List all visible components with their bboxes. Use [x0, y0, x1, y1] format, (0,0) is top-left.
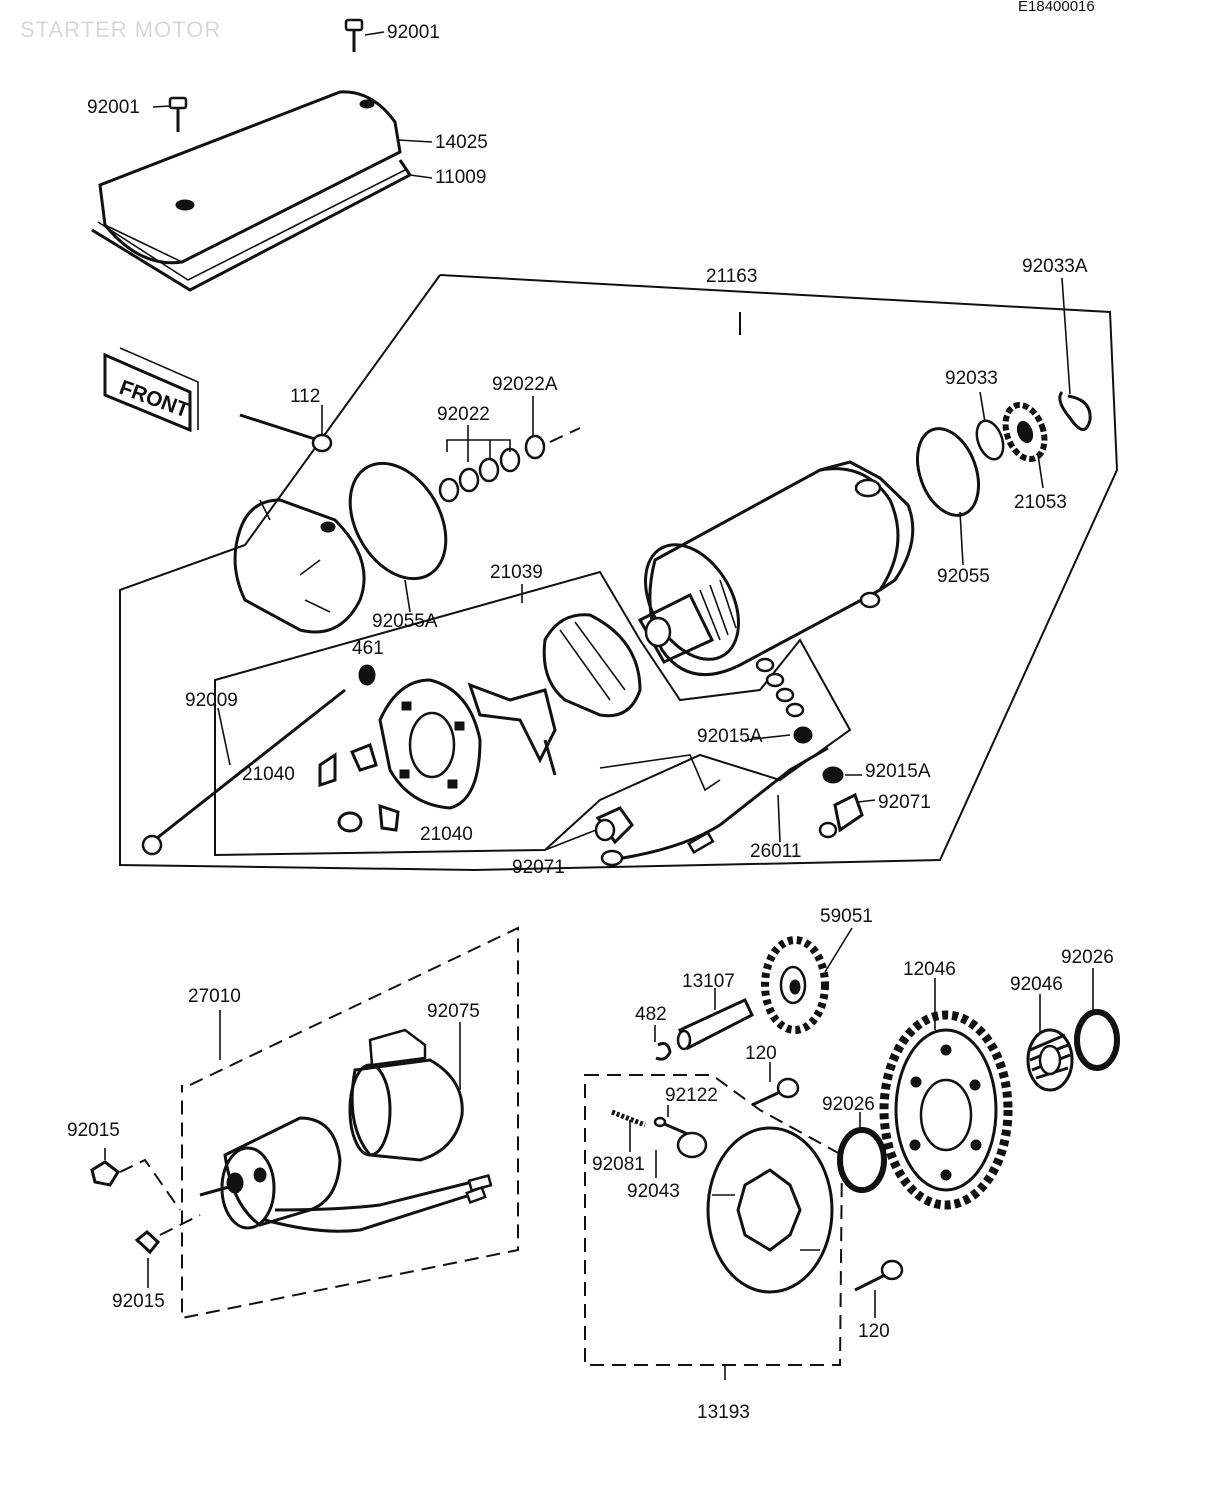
starter-motor-27010-assembly: [90, 926, 519, 1320]
o-ring-92055a: [348, 461, 448, 581]
label-21040-upper: 21040: [242, 764, 295, 785]
label-92015-lower: 92015: [112, 1291, 165, 1312]
needle-bearing-92046: [1026, 1028, 1074, 1092]
label-26011: 26011: [750, 841, 801, 862]
label-92081: 92081: [592, 1154, 645, 1175]
bolt-92001-left: [168, 96, 188, 132]
starter-relay-92075: [348, 1028, 464, 1162]
starter-motor-27010: [199, 1116, 493, 1233]
label-21040-lower: 21040: [420, 824, 473, 845]
label-482: 482: [635, 1004, 667, 1025]
label-92022a: 92022A: [492, 374, 558, 395]
label-92122: 92122: [665, 1085, 718, 1106]
label-92009: 92009: [185, 690, 238, 711]
part-number-labels: 92001 92001 14025 11009 21163 112 92022A…: [67, 22, 1114, 1423]
label-92043: 92043: [627, 1181, 680, 1202]
label-21163: 21163: [706, 266, 757, 287]
nut-92015-upper: [90, 1160, 120, 1187]
label-27010: 27010: [188, 986, 241, 1007]
label-14025: 14025: [435, 132, 488, 153]
label-13107: 13107: [682, 971, 735, 992]
label-92075: 92075: [427, 1001, 480, 1022]
starter-clutch-body: [706, 1126, 834, 1294]
starter-motor-assembly-21163: FRONT: [103, 274, 1119, 872]
brush-21040-lower: [337, 803, 400, 833]
o-ring-92055: [916, 427, 980, 517]
label-120-upper: 120: [745, 1043, 777, 1064]
diagram-title: STARTER MOTOR: [20, 17, 221, 42]
label-92026-right: 92026: [1061, 947, 1114, 968]
motor-yoke-housing: [637, 460, 915, 677]
spring-461: [358, 664, 376, 686]
brush-holder-21039: [467, 613, 642, 776]
starter-clutch-gear-12046: [879, 1010, 1013, 1210]
label-92015a-right: 92015A: [865, 761, 931, 782]
reference-code: E18400016: [1018, 0, 1095, 15]
brush-21040-upper: [318, 743, 378, 788]
cover-14025: [98, 90, 402, 265]
washer-92022a: [524, 434, 546, 460]
gasket-11009: [91, 159, 413, 292]
label-92071-left: 92071: [512, 857, 565, 878]
washer-92033: [975, 419, 1005, 461]
spring-92081: [611, 1109, 646, 1128]
idler-gear-59051: [761, 936, 829, 1034]
plunger-92122: [653, 1116, 691, 1137]
bolt-112: [239, 413, 333, 453]
label-21053: 21053: [1014, 492, 1067, 513]
label-92001-top: 92001: [387, 22, 440, 43]
bolt-120-lower: [854, 1259, 904, 1292]
label-92015a-left: 92015A: [697, 726, 763, 747]
circlip-482: [655, 1042, 672, 1061]
label-92026-left: 92026: [822, 1094, 875, 1115]
label-112: 112: [290, 386, 320, 407]
label-11009: 11009: [435, 167, 486, 188]
bolt-92001-top: [344, 18, 364, 52]
label-21039: 21039: [490, 562, 543, 583]
shaft-13107: [676, 998, 754, 1051]
washer-92026-left: [837, 1127, 887, 1193]
lead-wire-26011: [600, 746, 829, 867]
nut-92015a: [822, 766, 844, 784]
nut-92015-lower: [134, 1230, 161, 1255]
label-92046: 92046: [1010, 974, 1063, 995]
roller-92043: [676, 1131, 708, 1159]
washer-stack-92015a: [755, 657, 813, 744]
pinion-gear-21053: [1002, 401, 1048, 463]
circlip-92033a: [1058, 391, 1092, 431]
terminal-boot-92071-right: [818, 792, 864, 839]
front-end-cover: [233, 498, 366, 634]
label-92033: 92033: [945, 368, 998, 389]
label-12046: 12046: [903, 959, 956, 980]
bolt-120-upper: [751, 1077, 800, 1107]
label-92015-upper: 92015: [67, 1120, 120, 1141]
label-13193: 13193: [697, 1402, 750, 1423]
label-92033a: 92033A: [1022, 256, 1088, 277]
starter-clutch-section: [584, 927, 1120, 1380]
label-92001-left: 92001: [87, 97, 140, 118]
label-120-lower: 120: [858, 1321, 890, 1342]
label-461: 461: [352, 638, 384, 659]
brush-plate: [378, 678, 482, 810]
label-92055a: 92055A: [372, 611, 438, 632]
label-92022: 92022: [437, 404, 490, 425]
washer-92026-right: [1074, 1009, 1120, 1071]
terminal-boot-92071-left: [594, 806, 634, 845]
front-mark-plate: FRONT: [103, 347, 199, 433]
starter-cover-assembly: [91, 18, 433, 292]
label-92071-right: 92071: [878, 792, 931, 813]
label-59051: 59051: [820, 906, 873, 927]
through-bolt-92009: [141, 688, 346, 856]
label-92055: 92055: [937, 566, 990, 587]
washers-92022: [438, 447, 521, 503]
